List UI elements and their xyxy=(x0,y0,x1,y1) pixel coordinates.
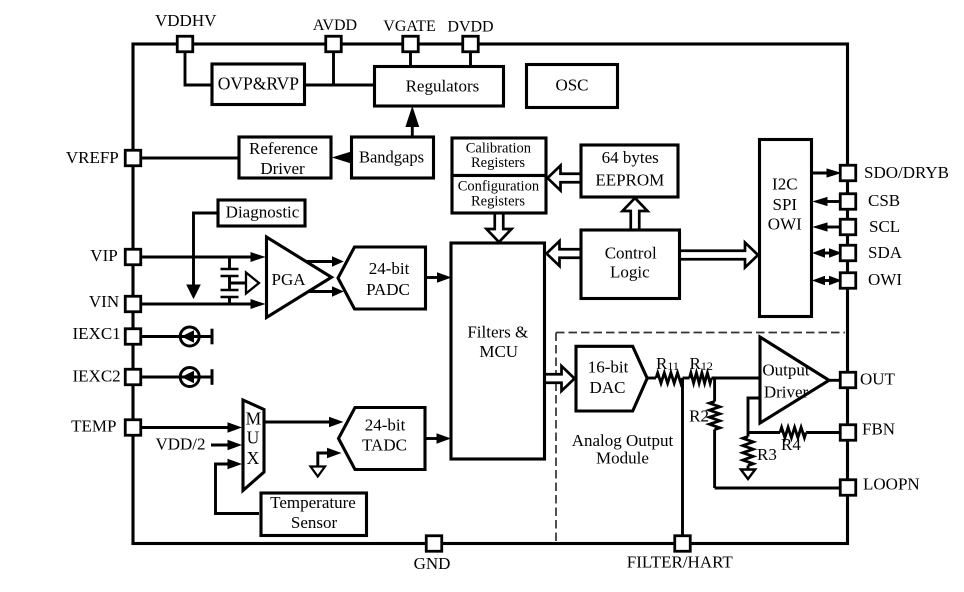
svg-text:24-bit: 24-bit xyxy=(369,259,410,278)
svg-text:VDD/2: VDD/2 xyxy=(155,435,205,454)
svg-text:Regulators: Regulators xyxy=(406,77,480,96)
svg-text:TADC: TADC xyxy=(362,436,407,455)
svg-text:FILTER/HART: FILTER/HART xyxy=(627,553,734,572)
svg-text:Reference: Reference xyxy=(249,139,318,158)
svg-text:Temperature: Temperature xyxy=(270,493,356,512)
svg-text:Registers: Registers xyxy=(471,155,525,171)
svg-text:DVDD: DVDD xyxy=(447,19,493,36)
svg-text:MCU: MCU xyxy=(479,342,518,361)
svg-text:CSB: CSB xyxy=(868,191,900,210)
svg-text:OWI: OWI xyxy=(768,215,802,234)
svg-text:OUT: OUT xyxy=(860,370,896,389)
svg-text:PADC: PADC xyxy=(366,280,410,299)
svg-text:TEMP: TEMP xyxy=(71,417,116,436)
svg-text:GND: GND xyxy=(414,554,451,573)
svg-text:64 bytes: 64 bytes xyxy=(602,148,659,167)
svg-text:X: X xyxy=(247,448,260,468)
svg-text:OSC: OSC xyxy=(555,76,588,95)
svg-text:24-bit: 24-bit xyxy=(365,416,406,435)
svg-text:SDA: SDA xyxy=(868,243,903,262)
svg-text:Bandgaps: Bandgaps xyxy=(359,148,424,167)
svg-text:Registers: Registers xyxy=(471,194,525,210)
svg-text:Analog Output: Analog Output xyxy=(572,431,674,450)
svg-text:LOOPN: LOOPN xyxy=(863,475,920,494)
svg-text:VDDHV: VDDHV xyxy=(155,11,217,30)
svg-text:IEXC1: IEXC1 xyxy=(73,324,121,343)
svg-text:Driver: Driver xyxy=(764,383,809,402)
svg-text:Filters &: Filters & xyxy=(467,323,528,342)
svg-text:R2: R2 xyxy=(689,407,709,426)
svg-text:Control: Control xyxy=(605,244,657,263)
svg-text:VIP: VIP xyxy=(90,246,117,265)
svg-text:SPI: SPI xyxy=(773,195,798,214)
svg-text:PGA: PGA xyxy=(271,270,306,289)
svg-text:EEPROM: EEPROM xyxy=(595,170,664,189)
svg-text:I2C: I2C xyxy=(772,175,798,194)
svg-text:R12: R12 xyxy=(690,354,713,373)
svg-text:Output: Output xyxy=(762,361,810,380)
svg-text:FBN: FBN xyxy=(862,420,895,439)
svg-text:OVP&RVP: OVP&RVP xyxy=(218,74,300,94)
svg-text:Driver: Driver xyxy=(260,159,305,178)
svg-text:Diagnostic: Diagnostic xyxy=(226,203,300,222)
svg-text:VREFP: VREFP xyxy=(66,148,119,167)
svg-text:SDO/DRYB: SDO/DRYB xyxy=(864,163,949,182)
svg-text:M: M xyxy=(246,409,262,429)
svg-text:Module: Module xyxy=(596,449,649,468)
svg-text:IEXC2: IEXC2 xyxy=(73,367,121,386)
svg-text:Sensor: Sensor xyxy=(291,513,338,532)
svg-text:VGATE: VGATE xyxy=(383,18,435,35)
svg-text:DAC: DAC xyxy=(590,378,626,397)
svg-text:R4: R4 xyxy=(781,435,801,454)
svg-text:R3: R3 xyxy=(757,445,777,464)
svg-text:U: U xyxy=(247,428,260,448)
svg-text:VIN: VIN xyxy=(89,292,119,311)
svg-text:Configuration: Configuration xyxy=(458,179,540,195)
svg-text:R11: R11 xyxy=(656,354,679,373)
svg-text:OWI: OWI xyxy=(868,270,902,289)
svg-text:Calibration: Calibration xyxy=(466,141,532,157)
svg-text:Logic: Logic xyxy=(610,263,650,282)
svg-text:AVDD: AVDD xyxy=(313,17,357,34)
svg-text:16-bit: 16-bit xyxy=(588,358,629,377)
svg-text:SCL: SCL xyxy=(869,217,900,236)
